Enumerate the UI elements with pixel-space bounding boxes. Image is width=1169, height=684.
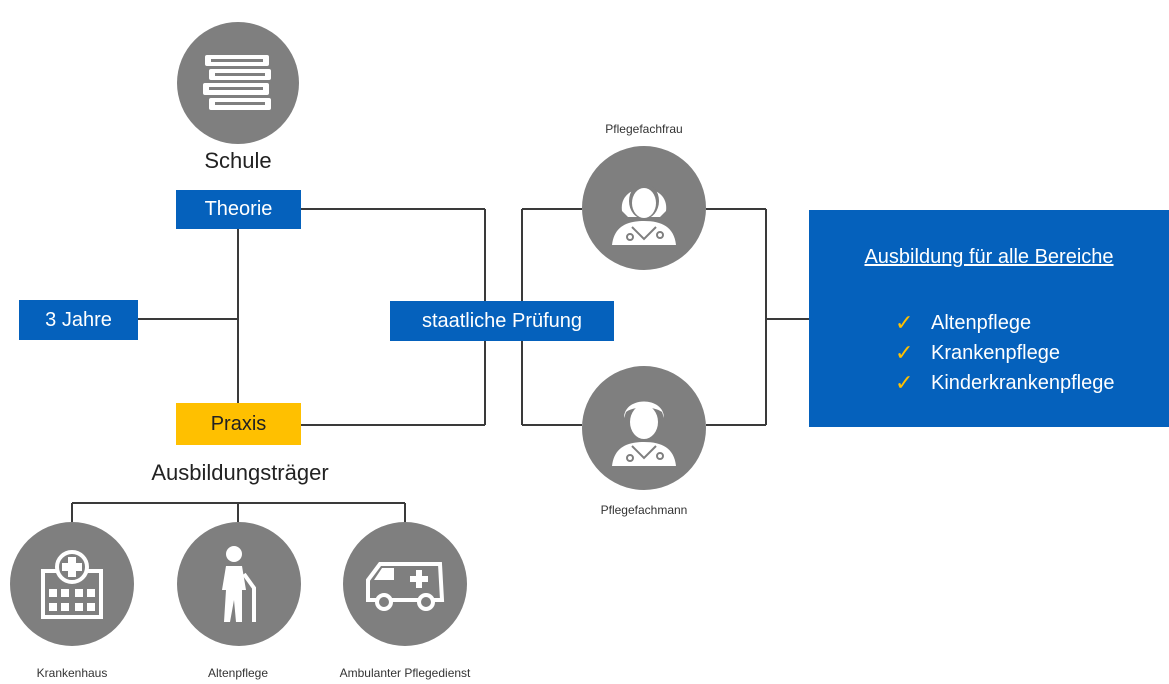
elderly-care-icon-circle <box>177 522 301 646</box>
ambulatory-care-label: Ambulanter Pflegedienst <box>339 666 471 680</box>
female-nurse-circle <box>582 146 706 270</box>
training-provider-label: Ausbildungsträger <box>151 460 329 485</box>
ambulance-icon-circle <box>343 522 467 646</box>
practice-box: Praxis <box>176 403 301 445</box>
check-icon: ✓ <box>895 370 914 395</box>
male-nurse-circle <box>582 366 706 490</box>
elderly-care-label: Altenpflege <box>207 666 269 680</box>
hospital-icon-circle <box>10 522 134 646</box>
area-item: ✓ Altenpflege <box>895 308 1114 338</box>
area-item: ✓ Krankenpflege <box>895 338 1114 368</box>
female-nurse-label: Pflegefachfrau <box>605 122 683 136</box>
hospital-icon <box>41 550 103 619</box>
male-nurse-icon <box>612 401 676 466</box>
theory-box: Theorie <box>176 190 301 229</box>
elderly-person-icon <box>222 546 256 622</box>
check-icon: ✓ <box>895 340 914 365</box>
exam-box: staatliche Prüfung <box>390 301 614 341</box>
result-box: Ausbildung für alle Bereiche ✓ Altenpfle… <box>809 210 1169 427</box>
duration-box: 3 Jahre <box>19 300 138 340</box>
school-icon-circle <box>177 22 299 144</box>
area-item: ✓ Kinderkrankenpflege <box>895 368 1114 398</box>
school-label: Schule <box>204 148 272 173</box>
check-icon: ✓ <box>895 310 914 335</box>
male-nurse-label: Pflegefachmann <box>600 503 688 517</box>
female-nurse-icon <box>612 183 676 245</box>
area-label: Kinderkrankenpflege <box>931 371 1115 394</box>
books-icon <box>203 55 271 110</box>
result-title: Ausbildung für alle Bereiche <box>864 246 1114 268</box>
area-label: Altenpflege <box>931 311 1032 334</box>
area-label: Krankenpflege <box>931 341 1060 364</box>
hospital-label: Krankenhaus <box>36 666 108 680</box>
area-list: ✓ Altenpflege ✓ Krankenpflege ✓ Kinderkr… <box>895 308 1114 398</box>
ambulance-icon <box>366 562 445 611</box>
